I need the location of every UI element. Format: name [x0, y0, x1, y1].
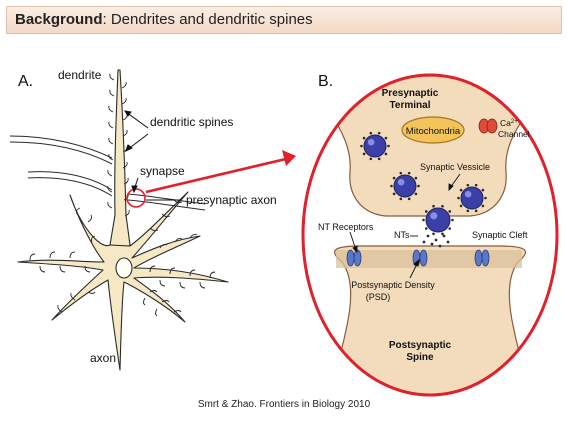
- label-presynaptic-2: Terminal: [390, 100, 431, 111]
- synaptic-vesicle: [360, 131, 390, 161]
- zoom-arrowhead: [282, 150, 296, 166]
- synapse-label-pointers: [349, 173, 461, 279]
- postsynaptic-spine: [318, 245, 542, 395]
- apical-dendrite: [109, 69, 131, 248]
- label-nt-receptors: NT Receptors: [318, 222, 374, 232]
- citation-credit: Smrt & Zhao. Frontiers in Biology 2010: [197, 399, 371, 410]
- slide-title-bold: Background: [15, 11, 103, 28]
- neuron-nucleus: [115, 257, 133, 279]
- synaptic-vesicles: [360, 131, 487, 236]
- label-dendrite: dendrite: [58, 68, 102, 82]
- neuron-soma-and-basal-dendrites: [17, 191, 229, 371]
- neuron-illustration: [17, 69, 229, 371]
- label-postsynaptic-2: Spine: [406, 352, 434, 363]
- nt-receptors: [346, 249, 490, 267]
- synaptic-vesicle: [457, 183, 487, 213]
- label-presynaptic-axon: presynaptic axon: [186, 193, 277, 207]
- label-synapse: synapse: [140, 164, 185, 178]
- dendritic-spines: [29, 73, 216, 317]
- nt-receptor: [346, 249, 362, 267]
- mitochondria: [401, 116, 465, 144]
- mitochondria-shape: [401, 116, 465, 144]
- synaptic-vesicle: [390, 171, 420, 201]
- label-presynaptic-1: Presynaptic: [382, 88, 439, 99]
- calcium-channel: [478, 118, 498, 134]
- slide-title: Background: Dendrites and dendritic spin…: [6, 6, 562, 34]
- neurotransmitter-dots: [422, 234, 450, 248]
- synaptic-vesicle: [422, 204, 454, 236]
- slide-title-rest: : Dendrites and dendritic spines: [102, 11, 313, 28]
- zoom-oval-border: [301, 73, 559, 397]
- label-ca-channel-1: Ca2+: [500, 118, 518, 128]
- label-ca-text: Ca: [500, 118, 511, 128]
- synapse-circle: [126, 188, 146, 208]
- label-ca-superscript: 2+: [511, 119, 518, 125]
- label-ca-channel-2: Channel: [498, 129, 530, 139]
- label-synaptic-vessicle: Synaptic Vessicle: [420, 162, 490, 172]
- panel-a-letter: A.: [18, 73, 33, 90]
- label-postsynaptic-1: Postsynaptic: [389, 340, 452, 351]
- presynaptic-axons: [9, 135, 206, 211]
- label-nts: NTs: [394, 230, 410, 240]
- label-psd-2: (PSD): [366, 292, 391, 302]
- label-synaptic-cleft: Synaptic Cleft: [472, 230, 528, 240]
- label-dendritic-spines: dendritic spines: [150, 115, 233, 129]
- presynaptic-terminal: [327, 75, 531, 217]
- label-axon: axon: [90, 351, 116, 365]
- nt-receptor: [474, 249, 490, 267]
- label-mitochondria: Mitochondria: [406, 126, 461, 137]
- label-psd-1: Postsynaptic Density: [351, 280, 435, 290]
- label-pointers: [124, 110, 180, 201]
- synapse-zoom-view: [318, 75, 542, 395]
- panel-b-letter: B.: [318, 73, 333, 90]
- zoom-arrow-line: [145, 156, 291, 194]
- postsynaptic-density: [336, 250, 522, 268]
